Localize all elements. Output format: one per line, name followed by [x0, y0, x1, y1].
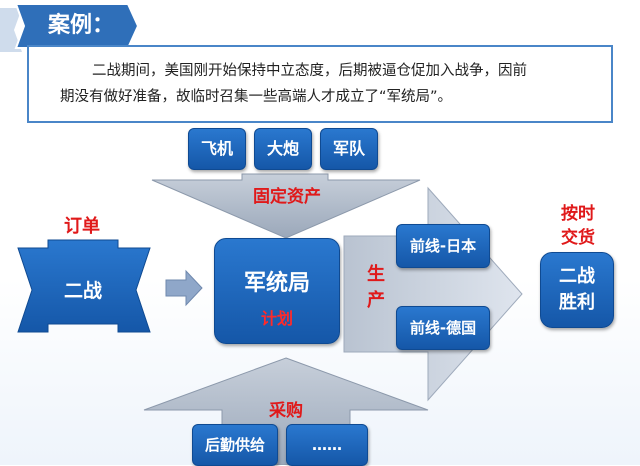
production-front-japan: 前线-日本 — [396, 224, 490, 268]
header-ribbon-tail — [0, 8, 22, 52]
fixed-assets-label: 固定资产 — [253, 187, 321, 207]
production-front-germany: 前线-德国 — [396, 306, 490, 350]
deliver-label-line-1: 按时 — [561, 204, 595, 224]
fixed-assets-arrow — [151, 173, 421, 239]
deliver-label: 按时 交货 — [548, 202, 608, 250]
description-box — [27, 45, 613, 123]
purchase-logistics: 后勤供给 — [192, 424, 278, 466]
production-label: 生产 — [367, 264, 385, 311]
order-banner — [17, 239, 151, 333]
fixed-asset-army: 军队 — [320, 128, 378, 170]
purchase-arrow — [143, 357, 429, 465]
result-line-1: 二战 — [559, 266, 595, 287]
result-box: 二战 胜利 — [540, 252, 614, 328]
purchase-more: …… — [286, 424, 368, 466]
fixed-asset-cannon: 大炮 — [254, 128, 312, 170]
center-title: 军统局 — [243, 271, 310, 296]
description-line-1: 二战期间，美国刚开始保持中立态度，后期被逼仓促加入战争，因前 — [92, 63, 527, 79]
result-line-2: 胜利 — [559, 292, 595, 313]
center-box: 军统局 计划 — [214, 238, 340, 344]
order-label: 订单 — [64, 216, 100, 237]
order-content: 二战 — [63, 280, 102, 302]
description-line-2: 期没有做好准备，故临时召集一些高端人才成立了“军统局”。 — [60, 89, 453, 105]
center-subtitle: 计划 — [260, 309, 293, 328]
purchase-label: 采购 — [269, 401, 303, 421]
connector-arrow — [165, 269, 203, 307]
header-title: 案例： — [47, 13, 114, 38]
fixed-asset-airplane: 飞机 — [188, 128, 246, 170]
description-text: 二战期间，美国刚开始保持中立态度，后期被逼仓促加入战争，因前 期没有做好准备，故… — [60, 58, 608, 110]
deliver-label-line-2: 交货 — [561, 228, 595, 248]
